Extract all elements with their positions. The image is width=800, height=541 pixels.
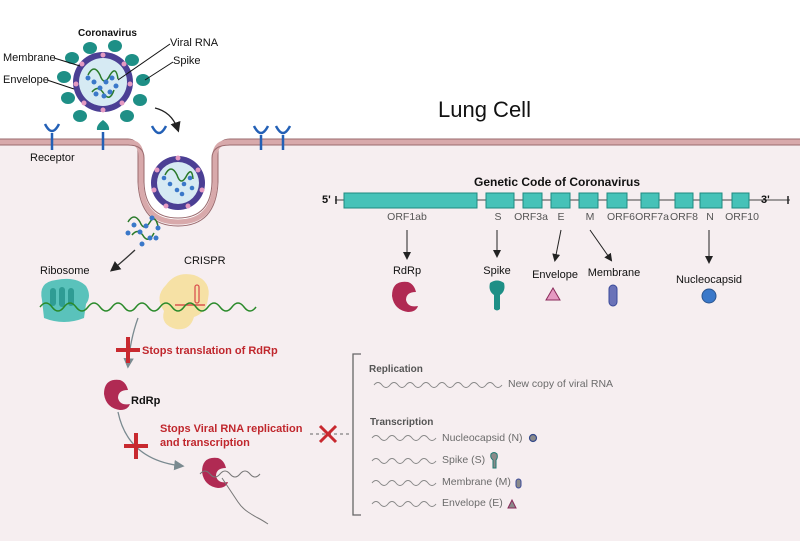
block-translation-text: Stops translation of RdRp [142,345,278,357]
virus-title: Coronavirus [78,28,137,39]
translation-block-icon [116,337,140,363]
protein-label: Spike [483,265,511,277]
endocytosed-virus-icon [151,155,205,210]
blocked-x-icon [318,424,338,444]
envelope-mini-icon [507,498,517,509]
rdrp-protein-icon [392,281,418,312]
genome-title: Genetic Code of Coronavirus [474,175,641,189]
label-membrane: Membrane [3,52,56,64]
block-replication-text-1: Stops Viral RNA replication [160,423,303,435]
orf-box-orf10 [731,192,750,209]
five-prime-label: 5' [322,194,331,206]
orf-label: ORF1ab [387,211,427,223]
orf-label: ORF8 [669,211,699,223]
rdrp-complex-icon [202,457,228,488]
virus-label-leaders [46,43,174,90]
label-envelope: Envelope [3,74,49,86]
rna-to-ribosome-arrow [109,249,136,272]
block-replication-text-2: and transcription [160,437,250,449]
transcription-item: Envelope (E) [442,497,503,509]
label-viral-rna: Viral RNA [170,37,219,49]
orf-box-orf7a [640,192,660,209]
label-receptor: Receptor [30,152,75,164]
orf-label: M [585,211,595,223]
outcome-waves [371,382,503,507]
orf-box-m [578,192,599,209]
replication-heading: Replication [369,364,423,375]
replication-item: New copy of viral RNA [508,378,614,390]
orf-box-n [699,192,723,209]
three-prime-label: 3' [761,194,770,206]
orf-box-orf1ab [343,192,478,209]
orf-box-orf6 [606,192,628,209]
rna-strands [199,470,269,525]
protein-label: RdRp [392,265,422,277]
orf-arrows [403,229,713,264]
replication-arrow [117,411,185,471]
genome-map [335,192,790,209]
membrane-mini-icon [515,478,522,489]
orf-label: N [706,211,714,223]
orf-box-s [485,192,515,209]
cell-body [0,142,800,541]
rdrp-icon [104,379,130,410]
receptor-icon [43,123,292,150]
label-ribosome: Ribosome [40,265,90,277]
protein-label: Envelope [532,269,578,281]
cell-membrane-fill [0,139,800,225]
crispr-icon [159,274,209,330]
orf-label: S [494,211,502,223]
orf-label: ORF3a [514,211,548,223]
label-crispr: CRISPR [184,255,226,267]
replication-block-icon [124,433,148,459]
transcription-item: Nucleocapsid (N) [442,432,523,444]
transcription-heading: Transcription [370,417,434,428]
coronavirus-icon [57,40,150,130]
transcription-item: Spike (S) [442,454,486,466]
outcome-bracket [352,353,361,516]
label-spike: Spike [173,55,201,67]
page-title: Lung Cell [438,97,531,122]
nucleocapsid-mini-icon [528,433,538,443]
nucleocapsid-protein-icon [701,288,717,304]
orf-box-orf8 [674,192,694,209]
envelope-protein-icon [545,287,561,301]
orf-label: ORF7a [635,211,669,223]
orf-label: E [557,211,565,223]
spike-mini-icon [490,452,498,469]
orf-box-e [550,192,571,209]
mrna-strand [39,302,257,312]
ribosome-icon [41,278,89,322]
orf-label: ORF10 [725,211,759,223]
entry-arrow [154,107,181,133]
membrane-protein-icon [608,284,618,307]
label-rdrp: RdRp [131,395,161,407]
protein-label: Membrane [587,267,641,279]
protein-label: Nucleocapsid [675,274,743,286]
spike-protein-icon [489,280,505,311]
viral-rna-icon [125,215,161,247]
transcription-item: Membrane (M) [442,476,511,488]
orf-box-orf3a [522,192,543,209]
orf-label: ORF6 [606,211,636,223]
